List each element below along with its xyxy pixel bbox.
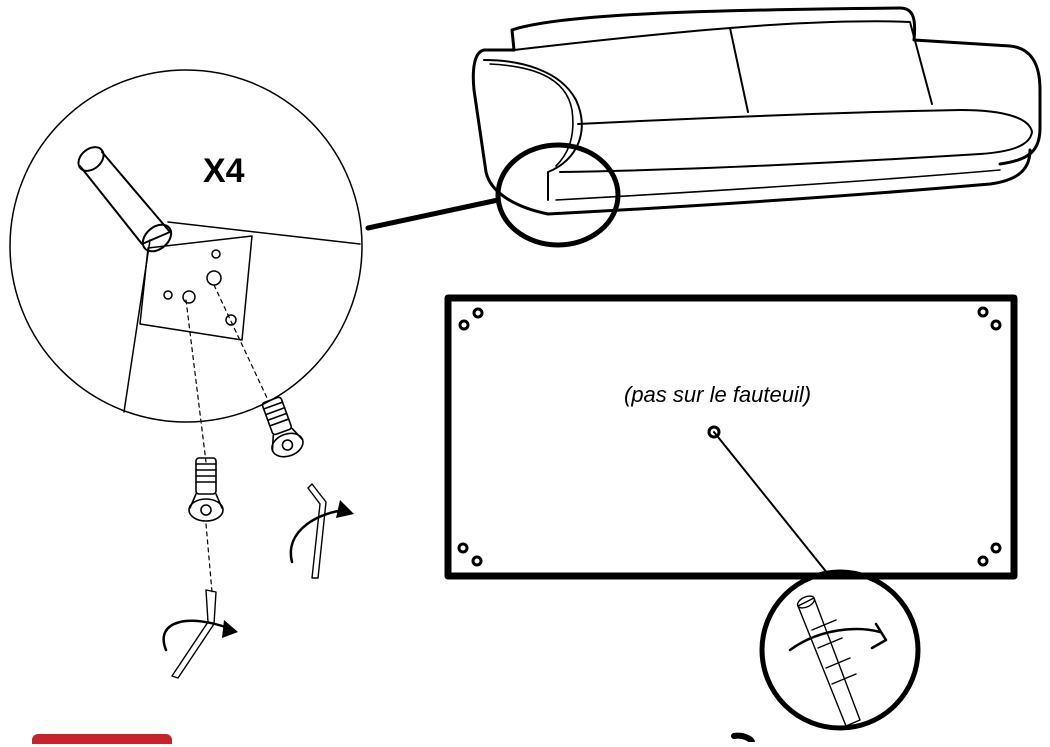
callout-connector [365,197,501,231]
sofa-leg [77,146,173,253]
rotation-arrow [788,627,882,652]
center-foot-note: (pas sur le fauteuil) [624,382,812,407]
center-foot-callout [759,569,921,731]
center-foot-point [707,425,721,439]
screw-guide [185,299,207,463]
plate-hole [225,314,237,326]
plate-hole [163,290,173,300]
cut-off-arrow [731,732,755,745]
rotation-arrow [162,619,230,652]
sofa-seat [559,109,1033,173]
sofa-leg-callout [495,142,621,248]
center-foot [796,595,861,727]
screw [261,396,304,458]
back-cushion-right [729,20,933,105]
mounting-plate [139,235,253,341]
plate-hole [211,249,221,259]
plate-hole [182,290,196,304]
leg-detail [9,69,363,679]
detail-circle [9,69,363,423]
allen-key [171,589,217,679]
back-cushion-left [513,27,749,113]
sofa-back [510,6,1042,166]
sofa-illustration [471,6,1042,248]
screw-guide [213,284,269,401]
allen-key [307,483,327,579]
screw-guide [205,523,213,593]
red-tab [32,734,172,744]
base-frame [444,294,1018,580]
sofa-base [546,148,1032,216]
quantity-label: X4 [203,152,245,190]
center-foot-leader [713,431,829,575]
screw [188,457,224,522]
rotation-arrow [289,508,348,564]
plate-hole [206,270,222,286]
base-bottom-view [444,294,1018,731]
sofa-arm [471,48,550,216]
